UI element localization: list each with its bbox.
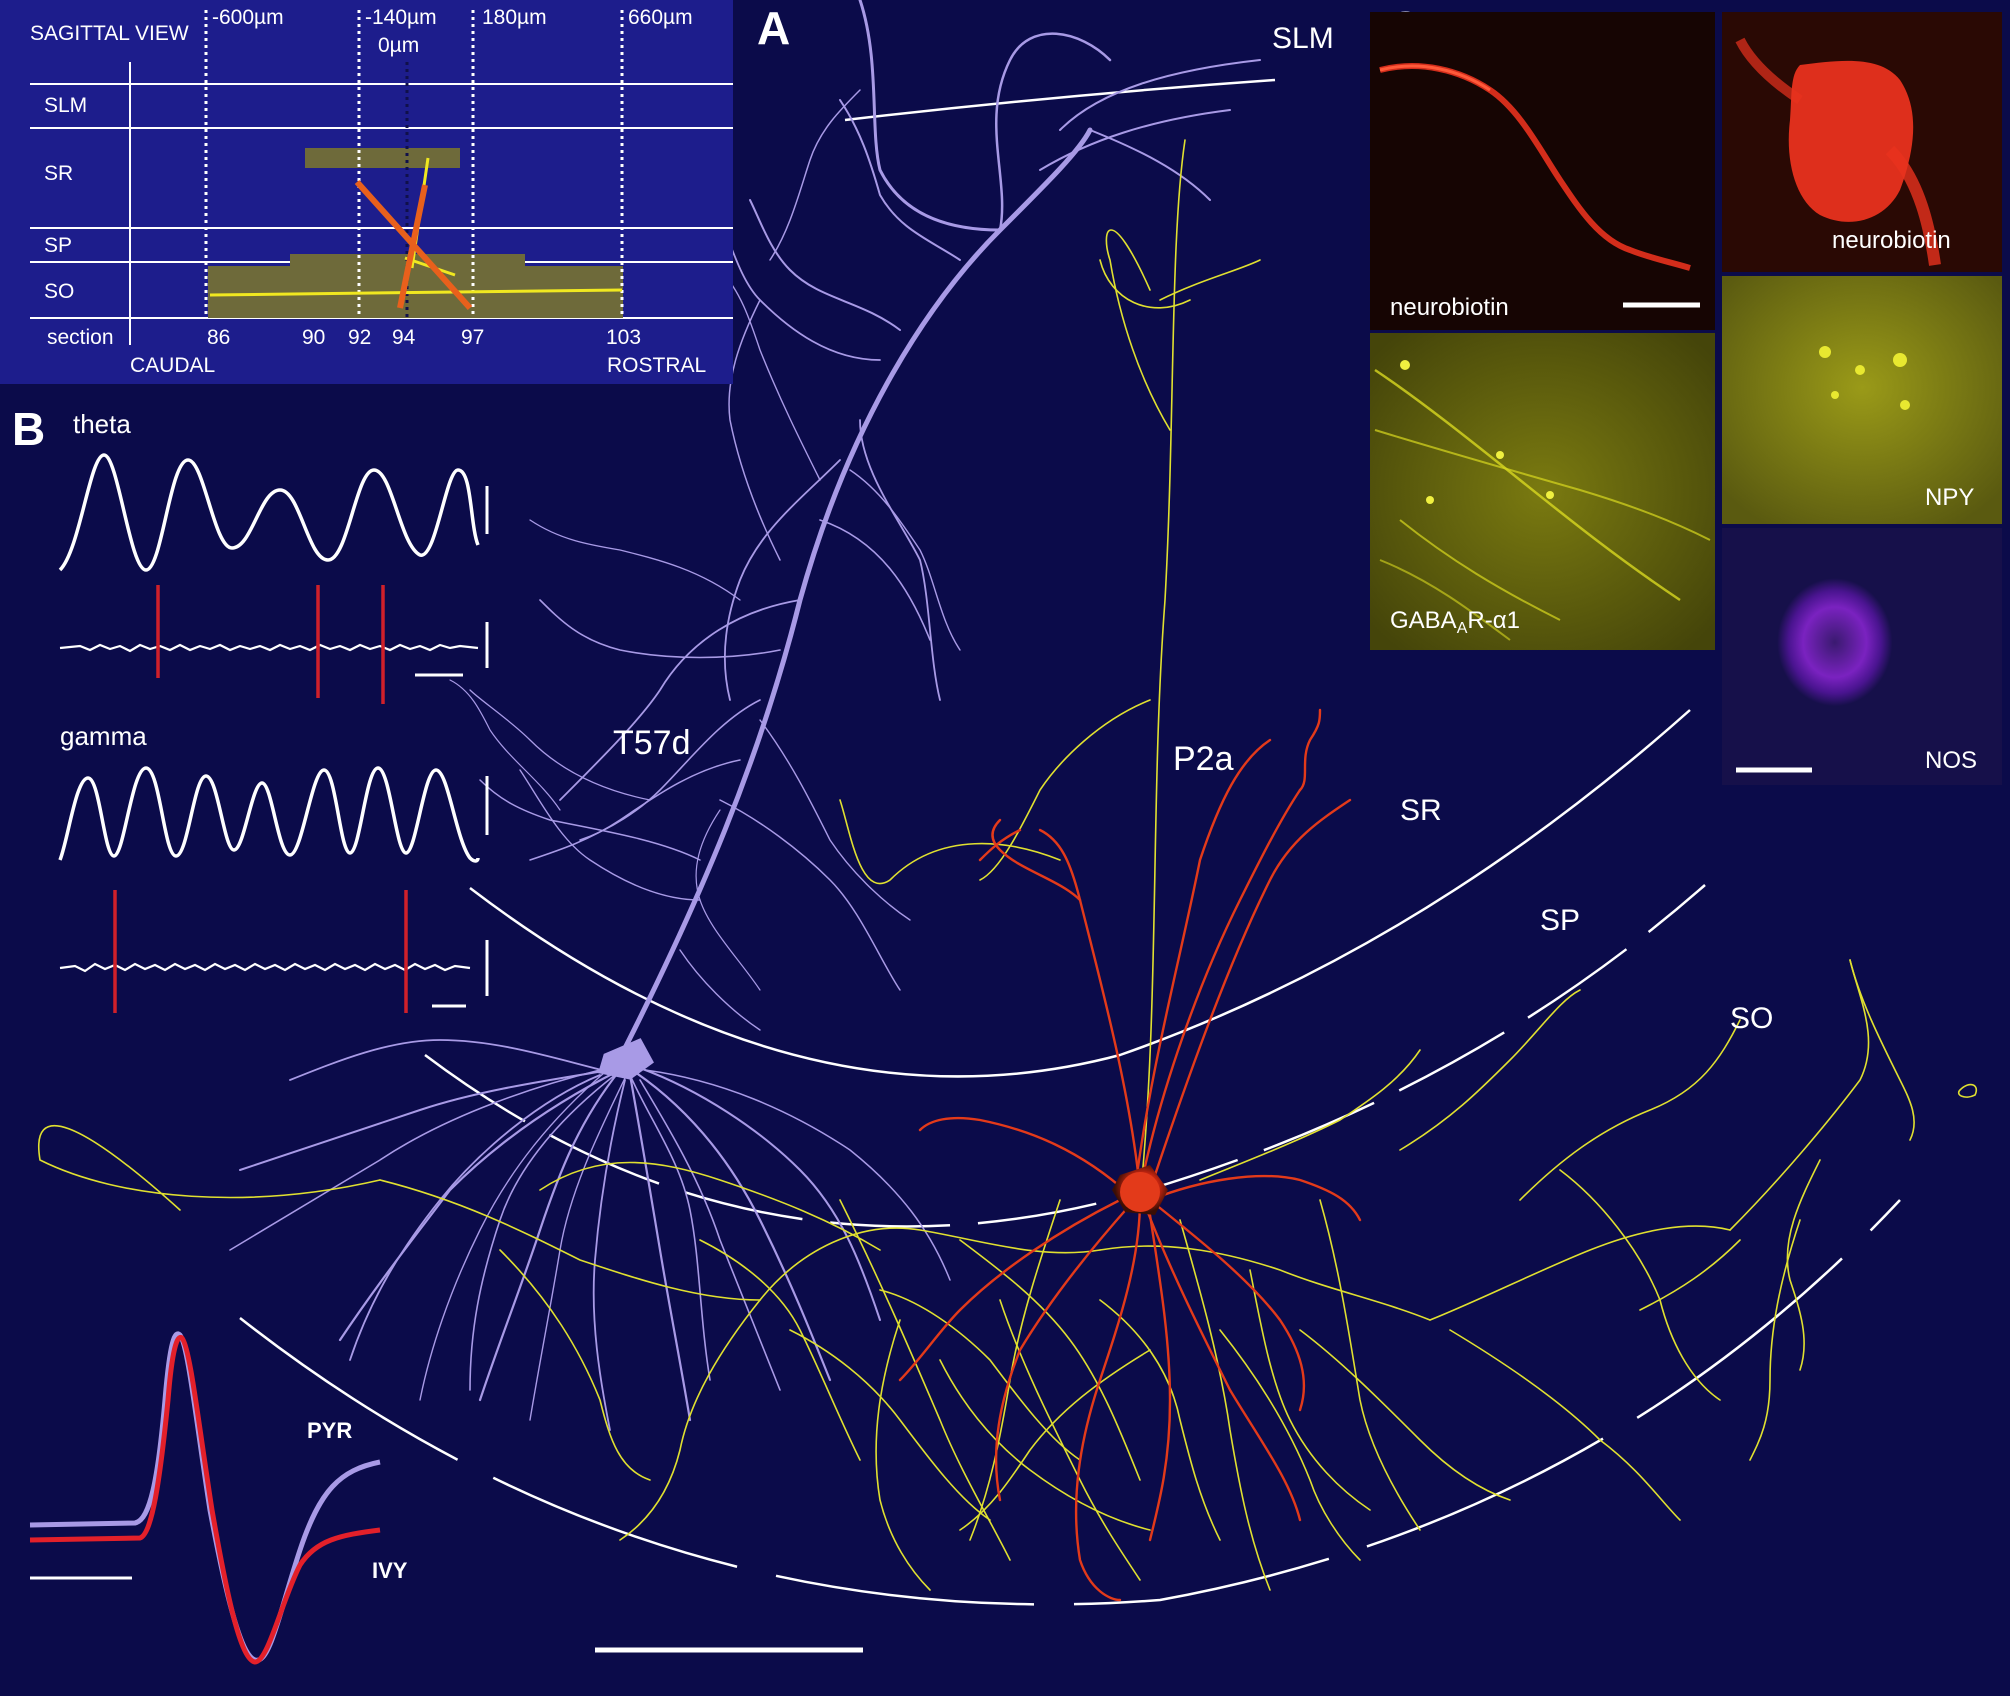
pyr-waveform-label: PYR [307, 1418, 352, 1443]
gabaa-receptor-label: GABAAR-α1 [1390, 607, 1520, 637]
ivy-waveform-label: IVY [372, 1558, 408, 1583]
slm-boundary [844, 78, 1276, 122]
position-label-3: 0µm [378, 34, 419, 57]
gamma-label: gamma [60, 721, 147, 751]
ivy-cell-soma [1112, 1165, 1168, 1215]
section-label-2: 90 [302, 326, 325, 349]
sagittal-view-title: SAGITTAL VIEW [30, 22, 189, 45]
ivy-cell-dendrites [898, 708, 1362, 1602]
panel-b-label: B [12, 403, 45, 455]
position-label-2: -140µm [365, 6, 437, 29]
section-label-1: 86 [207, 326, 230, 349]
layer-label-so: SO [1730, 1002, 1773, 1035]
figure-white-margin-bottom [0, 1696, 2016, 1700]
theta-trace [58, 453, 480, 572]
neurobiotin-axon-label: neurobiotin [1390, 294, 1509, 321]
neurobiotin-soma-label: neurobiotin [1832, 227, 1951, 254]
section-label-6: 103 [606, 326, 641, 349]
sagittal-layer-sp: SP [44, 234, 72, 257]
section-axis-label: section [47, 326, 114, 349]
section-label-3: 92 [348, 326, 371, 349]
theta-spike-trace [59, 643, 479, 653]
sagittal-layer-so: SO [44, 280, 74, 303]
neurobiotin-soma-image: neurobiotin [1722, 12, 2002, 272]
ivy-cell-axon [38, 139, 1978, 1591]
sr-sp-boundary [469, 709, 1691, 1078]
position-label-1: -600µm [212, 6, 284, 29]
layer-label-slm: SLM [1272, 22, 1334, 55]
caudal-label: CAUDAL [130, 354, 215, 377]
position-dotted-lines [204, 10, 624, 318]
theta-label: theta [73, 409, 131, 439]
sr-extent-box [305, 148, 460, 168]
pyramidal-cell-label: T57d [613, 724, 691, 762]
nos-image: NOS [1722, 528, 2002, 785]
orange-track-2 [397, 184, 428, 309]
sagittal-view-inset: SAGITTAL VIEW -600µm -140µm 0µm 180µm 66… [0, 0, 733, 384]
figure-white-margin-right [2010, 0, 2016, 1700]
panel-a-label: A [757, 2, 790, 54]
gabaa-receptor-image: GABAAR-α1 [1370, 333, 1715, 650]
rostral-label: ROSTRAL [607, 354, 706, 377]
ivy-waveform [29, 1334, 381, 1665]
layer-label-sp: SP [1540, 904, 1580, 937]
npy-label: NPY [1925, 484, 1974, 511]
so-alveus-boundary [239, 1199, 1901, 1606]
pyramidal-cell-t57d [229, 0, 1261, 1431]
sagittal-layer-sr: SR [44, 162, 73, 185]
section-label-4: 94 [392, 326, 416, 349]
position-label-5: 660µm [628, 6, 693, 29]
gamma-spike-trace [59, 962, 471, 973]
ivy-cell-label: P2a [1173, 740, 1234, 778]
layer-label-sr: SR [1400, 794, 1442, 827]
sagittal-layer-slm: SLM [44, 94, 87, 117]
section-label-5: 97 [461, 326, 484, 349]
nos-label: NOS [1925, 747, 1977, 774]
gamma-trace [58, 766, 480, 863]
npy-image: NPY [1722, 276, 2002, 524]
neurobiotin-axon-image: neurobiotin [1370, 12, 1715, 330]
so-yellow-track [209, 288, 623, 297]
position-label-4: 180µm [482, 6, 547, 29]
